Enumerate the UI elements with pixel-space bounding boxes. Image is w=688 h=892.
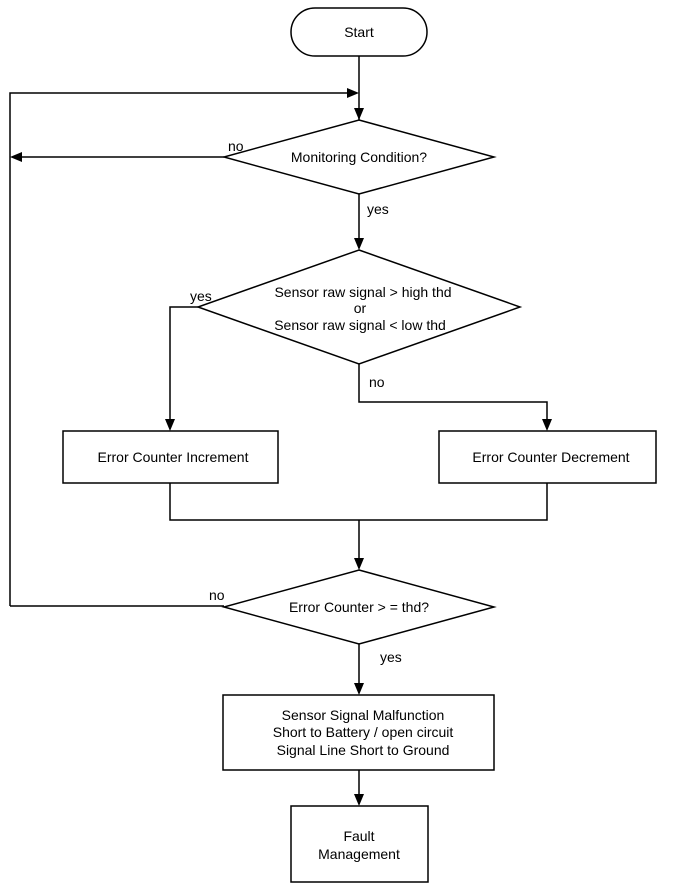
- start-node: Start: [290, 7, 428, 57]
- start-label: Start: [344, 24, 374, 40]
- connector-sensor-no: [358, 364, 548, 420]
- sensor-no-arrowhead: [542, 419, 552, 431]
- sensor-check-line-1: Sensor raw signal > high thd: [274, 284, 451, 300]
- sensor-no-label: no: [369, 374, 385, 390]
- sensor-check-line-3: Sensor raw signal < low thd: [274, 317, 446, 333]
- sensor-signal-decision: Sensor raw signal > high thd or Sensor r…: [195, 249, 523, 365]
- counter-no-label: no: [209, 587, 225, 603]
- fault-line-2: Management: [318, 846, 400, 862]
- malfunction-line-2: Short to Battery / open circuit: [273, 724, 454, 740]
- error-counter-decrement-box: Error Counter Decrement: [438, 430, 657, 484]
- counter-check-label: Error Counter > = thd?: [289, 599, 429, 615]
- counter-yes-arrowhead: [354, 683, 364, 695]
- monitoring-no-label: no: [228, 138, 244, 154]
- increment-label: Error Counter Increment: [98, 449, 249, 465]
- monitoring-yes-arrowhead: [354, 238, 364, 250]
- error-counter-threshold-decision: Error Counter > = thd?: [221, 569, 497, 645]
- monitoring-condition-label: Monitoring Condition?: [291, 149, 427, 165]
- decrement-label: Error Counter Decrement: [472, 449, 629, 465]
- monitoring-yes-label: yes: [367, 201, 389, 217]
- fault-line-1: Fault: [343, 828, 374, 844]
- sensor-check-line-2: or: [354, 300, 367, 316]
- fault-entry-arrowhead: [354, 794, 364, 806]
- fault-management-box: Fault Management: [290, 805, 429, 883]
- loop-back-line: [9, 92, 350, 606]
- connector-sensor-yes: [169, 306, 198, 420]
- merge-line: [169, 483, 548, 521]
- sensor-yes-label: yes: [190, 288, 212, 304]
- monitoring-no-arrowhead: [10, 152, 22, 162]
- monitoring-condition-decision: Monitoring Condition?: [221, 119, 497, 195]
- counter-check-entry-arrowhead: [354, 558, 364, 570]
- counter-yes-label: yes: [380, 649, 402, 665]
- sensor-malfunction-box: Sensor Signal Malfunction Short to Batte…: [222, 694, 495, 771]
- monitoring-entry-arrowhead: [354, 108, 364, 120]
- malfunction-line-1: Sensor Signal Malfunction: [282, 707, 445, 723]
- error-counter-increment-box: Error Counter Increment: [62, 430, 279, 484]
- loop-back-arrowhead: [347, 88, 359, 98]
- sensor-yes-arrowhead: [165, 419, 175, 431]
- malfunction-line-3: Signal Line Short to Ground: [277, 742, 450, 758]
